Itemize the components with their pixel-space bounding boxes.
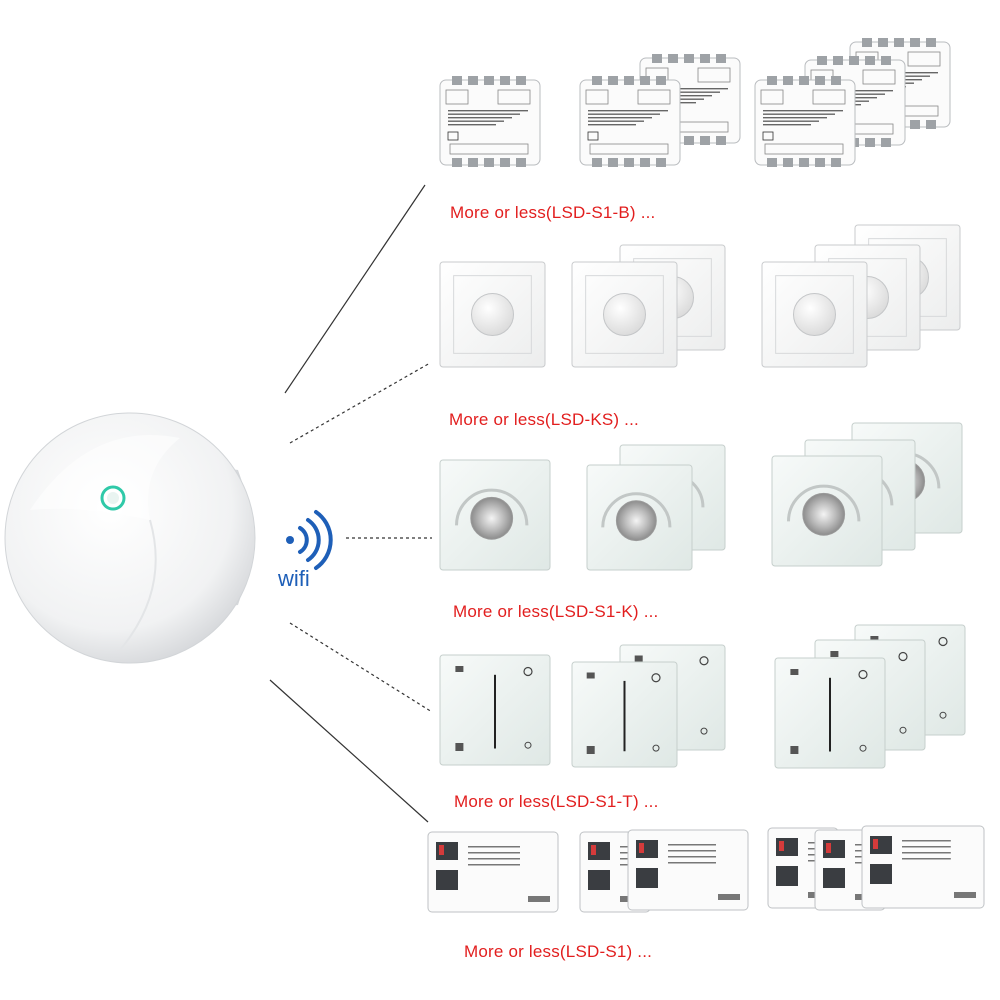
knob-panel — [771, 455, 883, 567]
caption-s1k: More or less(LSD-S1-K) ... — [453, 602, 659, 621]
caption-s1t: More or less(LSD-S1-T) ... — [454, 792, 659, 811]
dimmer-box — [861, 825, 985, 909]
ks-panel-group — [439, 224, 961, 368]
connection-line-s1 — [269, 679, 429, 823]
s1-dimmer-group — [427, 825, 985, 913]
connection-line-s1t — [289, 622, 433, 713]
dimmer-box — [627, 829, 749, 911]
ks-panel — [571, 261, 678, 368]
s1k-panel-group — [439, 422, 963, 571]
caption-s1b: More or less(LSD-S1-B) ... — [450, 203, 656, 222]
touch-panel — [439, 654, 551, 766]
s1b-module-group — [439, 38, 951, 167]
s1t-panel-group — [439, 624, 966, 769]
knob-panel — [439, 459, 551, 571]
touch-panel — [571, 661, 678, 768]
connection-lines — [269, 184, 433, 823]
dimmer-box — [427, 831, 559, 913]
knob-panel — [586, 464, 693, 571]
ks-panel — [761, 261, 868, 368]
wifi-label: wifi — [278, 566, 310, 591]
caption-ks: More or less(LSD-KS) ... — [449, 410, 639, 429]
ks-panel — [439, 261, 546, 368]
s1b-module — [754, 76, 856, 167]
connection-line-ks — [289, 362, 431, 444]
s1b-module — [439, 76, 541, 167]
wifi-signal-icon — [286, 510, 333, 570]
caption-s1: More or less(LSD-S1) ... — [464, 942, 653, 961]
touch-panel — [774, 657, 886, 769]
wifi-gateway — [4, 412, 256, 664]
connection-line-s1b — [284, 184, 426, 394]
s1b-module — [579, 76, 681, 167]
